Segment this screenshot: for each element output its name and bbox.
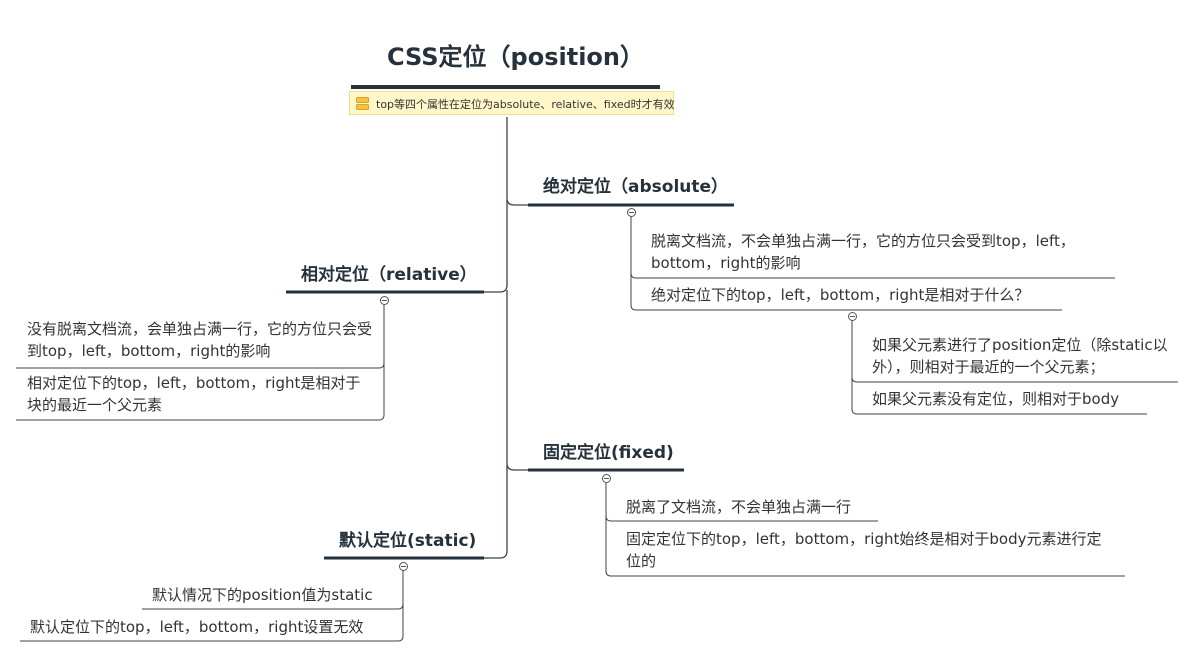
- branch-relative[interactable]: 相对定位（relative）: [301, 265, 477, 285]
- branch-static[interactable]: 默认定位(static): [339, 531, 477, 551]
- relative-leaf-1[interactable]: 没有脱离文档流，会单独占满一行，它的方位只会受到top，left，bottom，…: [27, 320, 373, 360]
- absolute-leaf-2[interactable]: 绝对定位下的top，left，bottom，right是相对于什么？: [651, 286, 1030, 304]
- branch-fixed[interactable]: 固定定位(fixed): [543, 443, 674, 463]
- relative-leaf-2[interactable]: 相对定位下的top，left，bottom，right是相对于块的最近一个父元素: [27, 374, 361, 414]
- collapse-toggle-absolute-sub[interactable]: [848, 312, 857, 321]
- note-icon: [356, 97, 369, 110]
- collapse-toggle-absolute[interactable]: [627, 208, 636, 217]
- absolute-sub-leaf-1[interactable]: 如果父元素进行了position定位（除static以外），则相对于最近的一个父…: [872, 336, 1168, 376]
- collapse-toggle-fixed[interactable]: [602, 474, 611, 483]
- fixed-leaf-2[interactable]: 固定定位下的top，left，bottom，right始终是相对于body元素进…: [626, 530, 1102, 570]
- root-title[interactable]: CSS定位（position）: [387, 43, 645, 71]
- absolute-sub-leaf-2[interactable]: 如果父元素没有定位，则相对于body: [872, 390, 1120, 408]
- static-leaf-2[interactable]: 默认定位下的top，left，bottom，right设置无效: [30, 618, 364, 636]
- fixed-leaf-1[interactable]: 脱离了文档流，不会单独占满一行: [626, 498, 852, 516]
- collapse-toggle-relative[interactable]: [380, 296, 389, 305]
- absolute-leaf-1[interactable]: 脱离文档流，不会单独占满一行，它的方位只会受到top，left，bottom，r…: [651, 232, 1075, 272]
- root-note[interactable]: top等四个属性在定位为absolute、relative、fixed时才有效: [349, 91, 675, 115]
- branch-absolute[interactable]: 绝对定位（absolute）: [543, 177, 729, 197]
- note-text: top等四个属性在定位为absolute、relative、fixed时才有效: [376, 98, 675, 111]
- collapse-toggle-static[interactable]: [399, 562, 408, 571]
- static-leaf-1[interactable]: 默认情况下的position值为static: [152, 586, 373, 604]
